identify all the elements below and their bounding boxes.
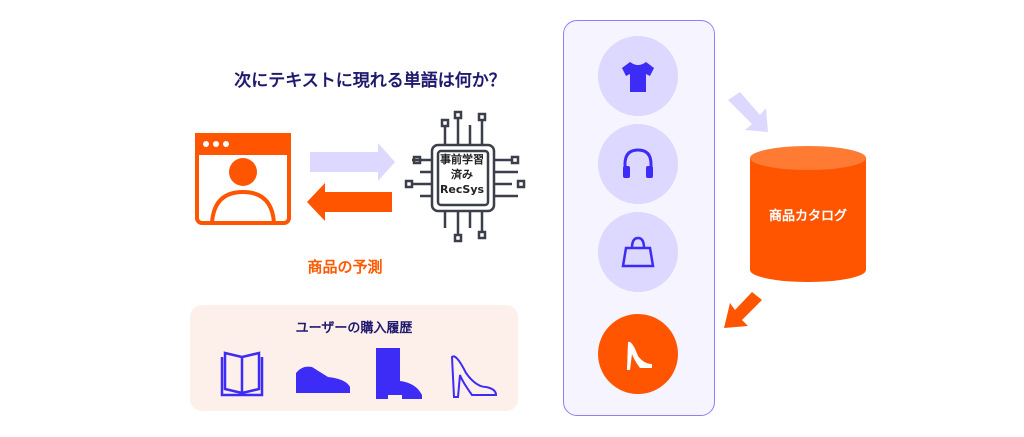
purchase-history-box: ユーザーの購入履歴 — [190, 305, 518, 411]
book-icon — [220, 351, 264, 397]
tshirt-icon — [622, 62, 654, 92]
catalog-cylinder — [750, 146, 866, 282]
question-title: 次にテキストに現れる単語は何か？ — [234, 71, 506, 91]
prediction-label: 商品の予測 — [307, 258, 383, 276]
sneaker-icon — [296, 366, 350, 393]
chip-icon — [404, 110, 526, 243]
headphones-icon — [623, 148, 653, 178]
high-heel-icon — [450, 355, 498, 398]
model-label-line1: 事前学習 — [440, 153, 484, 166]
from-catalog-arrow — [724, 292, 762, 328]
catalog-label: 商品カタログ — [768, 209, 847, 224]
candidate-headphones — [598, 124, 678, 204]
handbag-icon — [621, 236, 655, 268]
candidate-handbag — [598, 212, 678, 292]
purchase-history-title: ユーザーの購入履歴 — [295, 321, 413, 336]
boot-icon — [376, 348, 422, 399]
model-label: 事前学習 済み RecSys — [432, 152, 492, 197]
high-heel-icon — [627, 341, 652, 370]
input-arrow — [310, 143, 395, 181]
model-label-line3: RecSys — [439, 183, 485, 196]
predicted-high-heel — [598, 314, 678, 394]
to-catalog-arrow — [728, 92, 768, 132]
model-label-line2: 済み — [451, 168, 473, 181]
output-arrow — [307, 183, 392, 221]
user-browser-icon — [195, 133, 291, 225]
candidate-tshirt — [598, 36, 678, 116]
